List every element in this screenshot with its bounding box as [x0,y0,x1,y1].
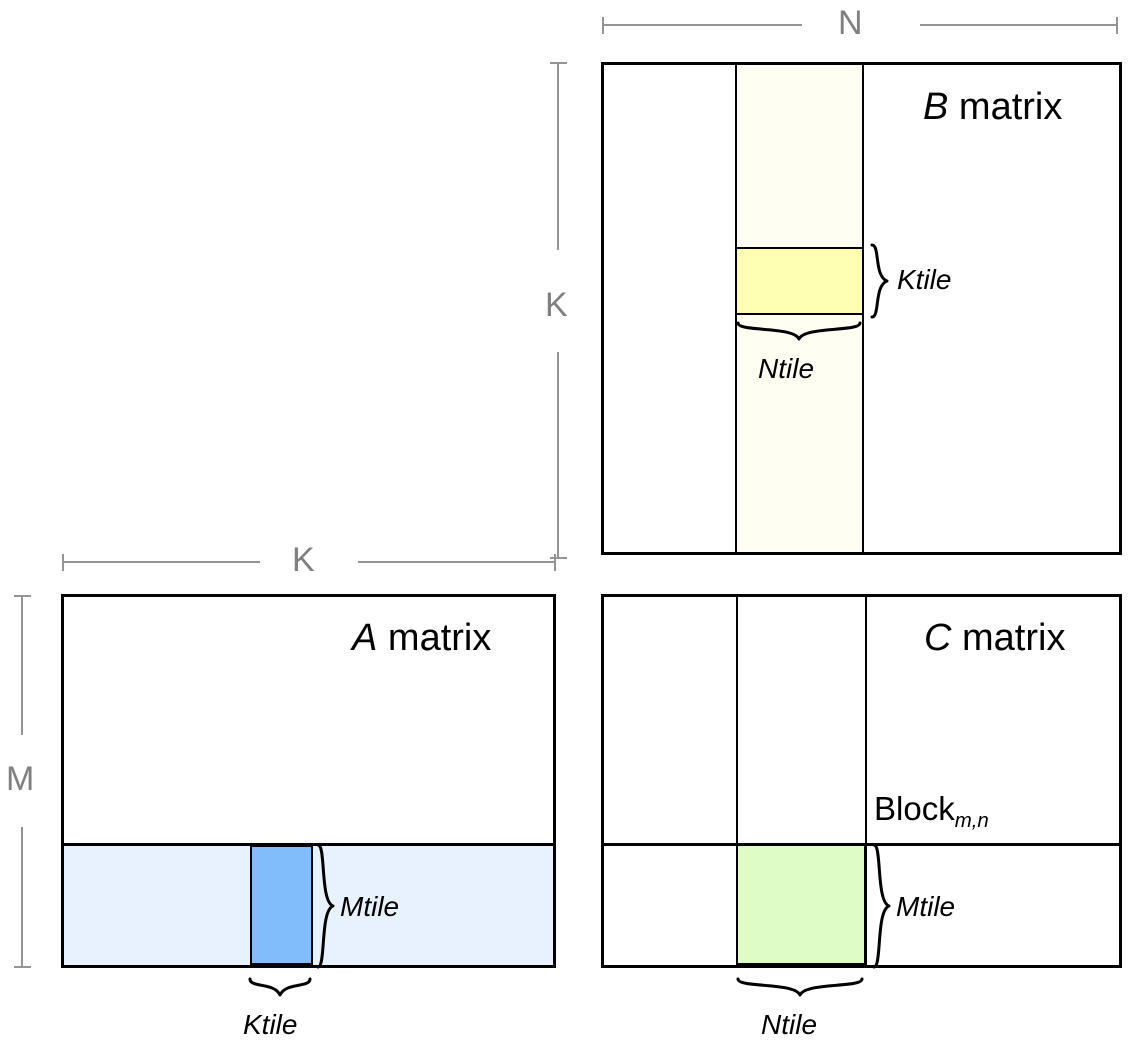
b-matrix-ktile-tile [735,247,864,315]
k-horizontal-cap-right [554,554,556,571]
b-matrix-title: B matrix [923,88,1062,126]
a-matrix-title-symbol: A [352,617,378,659]
c-matrix: C matrix Blockm,n [601,594,1122,968]
k-vertical-cap-bottom [550,557,567,559]
c-matrix-mtile-brace [872,843,891,969]
c-matrix-column-divider-right [865,597,867,965]
c-matrix-mtile-label: Mtile [896,891,956,922]
m-dimension-segment-bottom [21,827,23,968]
a-matrix-ktile-tile [250,845,313,965]
k-horizontal-segment-right [358,561,556,563]
k-vertical-segment-bottom [557,352,559,558]
c-matrix-ntile-brace [736,977,864,997]
c-matrix-column-divider-left [736,597,738,965]
n-dimension-cap-right [1116,17,1118,34]
k-vertical-segment-top [557,62,559,250]
b-matrix: B matrix [601,62,1122,555]
a-matrix-mtile-label: Mtile [340,891,400,922]
a-matrix-title: A matrix [352,619,491,657]
c-matrix-block-subscript: m,n [954,808,989,832]
c-matrix-title: C matrix [924,619,1065,657]
b-matrix-ntile-brace [736,321,862,341]
c-matrix-result-tile [736,844,866,965]
k-horizontal-dimension-label: K [292,541,315,579]
a-matrix-ktile-brace [248,977,312,997]
c-matrix-block-label: Blockm,n [874,790,989,830]
a-matrix: A matrix [61,594,556,968]
a-matrix-row-divider [64,843,553,846]
c-matrix-row-divider [604,843,1119,846]
m-dimension-cap-bottom [14,966,31,968]
c-matrix-ntile-label: Ntile [761,1009,818,1040]
b-matrix-ktile-label: Ktile [897,264,952,295]
a-matrix-ktile-label: Ktile [243,1009,298,1040]
a-matrix-title-word: matrix [377,617,492,659]
n-dimension-segment-right [920,24,1118,26]
c-matrix-title-word: matrix [951,617,1066,659]
c-matrix-title-symbol: C [924,617,952,659]
k-horizontal-segment-left [62,561,260,563]
b-matrix-ktile-brace [870,243,889,319]
b-matrix-ntile-label: Ntile [758,353,815,384]
a-matrix-mtile-brace [316,843,335,969]
b-matrix-title-word: matrix [948,86,1063,128]
b-matrix-title-symbol: B [923,86,949,128]
c-matrix-block-text: Block [874,790,955,827]
m-dimension-label: M [6,760,35,798]
n-dimension-segment-left [602,24,802,26]
k-vertical-dimension-label: K [545,286,568,324]
n-dimension-label: N [838,4,863,42]
m-dimension-segment-top [21,595,23,735]
